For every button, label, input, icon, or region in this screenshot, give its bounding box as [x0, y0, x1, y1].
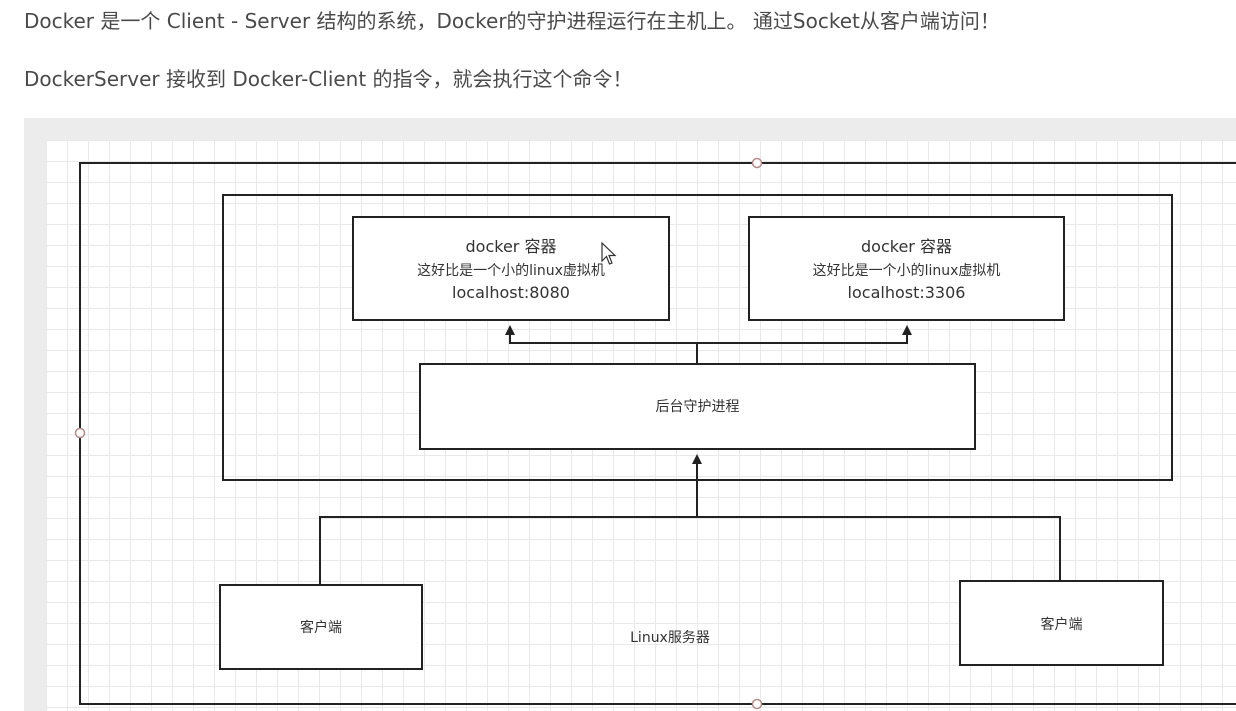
- resize-handle-bottom[interactable]: [751, 698, 763, 710]
- client-box-1[interactable]: [219, 584, 423, 670]
- container-1-address: localhost:8080: [452, 283, 570, 302]
- daemon-label: 后台守护进程: [655, 399, 740, 415]
- resize-handle-top[interactable]: [751, 157, 763, 169]
- mouse-cursor-icon: [601, 242, 617, 265]
- connector-to-container-1: [505, 325, 697, 344]
- client-box-2[interactable]: [959, 580, 1164, 666]
- intro-paragraph-1: Docker 是一个 Client - Server 结构的系统，Docker的…: [24, 9, 1000, 33]
- client-2-connector: [697, 516, 1061, 581]
- client-2-label: 客户端: [1040, 617, 1083, 633]
- resize-handle-left[interactable]: [74, 427, 86, 439]
- connector-to-container-2: [697, 325, 912, 344]
- container-2-title: docker 容器: [861, 237, 952, 256]
- client-1-label: 客户端: [300, 620, 342, 636]
- container-1-title: docker 容器: [465, 237, 557, 256]
- container-1-desc: 这好比是一个小的linux虚拟机: [417, 263, 605, 279]
- linux-server-label: Linux服务器: [630, 630, 710, 646]
- container-box-2[interactable]: [748, 216, 1065, 321]
- client-1-connector: [319, 516, 697, 585]
- daemon-box[interactable]: [419, 363, 976, 450]
- container-box-1[interactable]: [352, 216, 670, 321]
- container-2-address: localhost:3306: [847, 283, 966, 302]
- container-2-desc: 这好比是一个小的linux虚拟机: [812, 263, 1001, 279]
- intro-paragraph-2: DockerServer 接收到 Docker-Client 的指令，就会执行这…: [24, 67, 633, 91]
